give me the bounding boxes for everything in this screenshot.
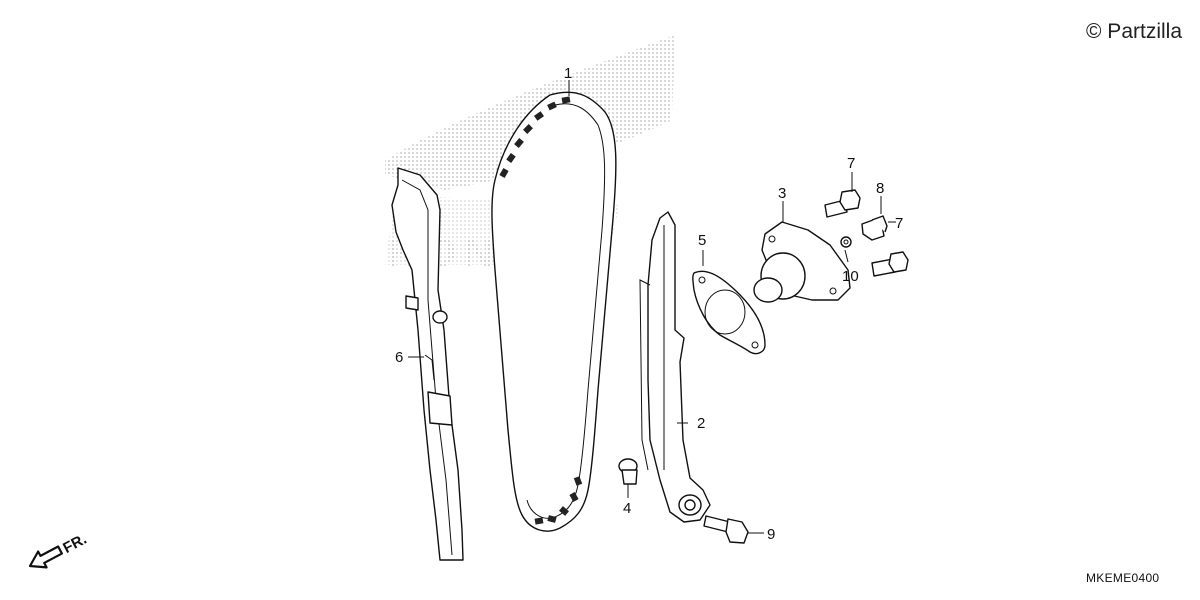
callout-2: 2 [697, 415, 705, 432]
callout-6: 6 [395, 349, 403, 366]
flange-bolt [703, 515, 749, 544]
callout-numbers: 1 2 3 4 5 6 7 8 7 10 9 [395, 65, 903, 543]
front-label: FR. [60, 531, 89, 557]
arrow-icon [28, 545, 63, 569]
diagram-code: MKEME0400 [1086, 571, 1160, 585]
tensioner-lifter [753, 221, 851, 303]
callout-7-lower: 7 [895, 215, 903, 232]
tensioner-arm [639, 211, 711, 523]
cam-chain-guide [391, 167, 464, 561]
washer [840, 236, 852, 248]
callout-5: 5 [698, 232, 706, 249]
callout-1: 1 [564, 65, 572, 82]
front-direction-arrow: FR. [28, 531, 90, 569]
callout-7-upper: 7 [847, 155, 855, 172]
sealing-bolt [861, 215, 888, 241]
cam-chain [491, 91, 617, 532]
pivot-bolt [618, 458, 638, 485]
callout-8: 8 [876, 180, 884, 197]
bolt-upper [824, 189, 861, 218]
callout-4: 4 [623, 500, 631, 517]
tensioner-gasket [692, 270, 766, 355]
callout-9: 9 [767, 526, 775, 543]
copyright-watermark: © Partzilla [1086, 20, 1182, 43]
leader-lines [408, 80, 896, 534]
bolt-lower [871, 251, 909, 277]
callout-3: 3 [778, 185, 786, 202]
callout-10: 10 [842, 268, 859, 285]
